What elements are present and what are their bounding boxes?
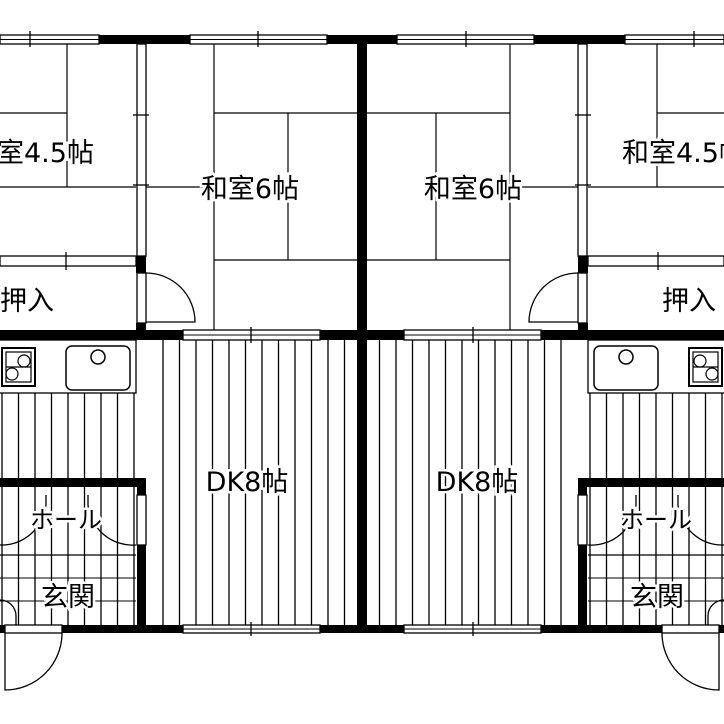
room-label-washitsu-6-right: 和室6帖 [424,174,522,205]
room-label-oshiire-left: 押入 [0,286,54,317]
room-label-washitsu-6-left: 和室6帖 [201,174,299,205]
room-label-genkan-left: 玄関 [41,582,95,613]
room-label-genkan-right: 玄関 [630,582,684,613]
room-label-dk-right: DK8帖 [436,467,519,498]
room-label-oshiire-right: 押入 [662,286,716,317]
room-label-hall-right: ホール [620,506,692,534]
room-label-washitsu-4-5-left: 和室4.5帖 [0,138,94,169]
room-label-washitsu-4-5-right: 和室4.5帖 [622,138,724,169]
room-label-hall-left: ホール [30,506,102,534]
room-label-dk-left: DK8帖 [206,467,289,498]
